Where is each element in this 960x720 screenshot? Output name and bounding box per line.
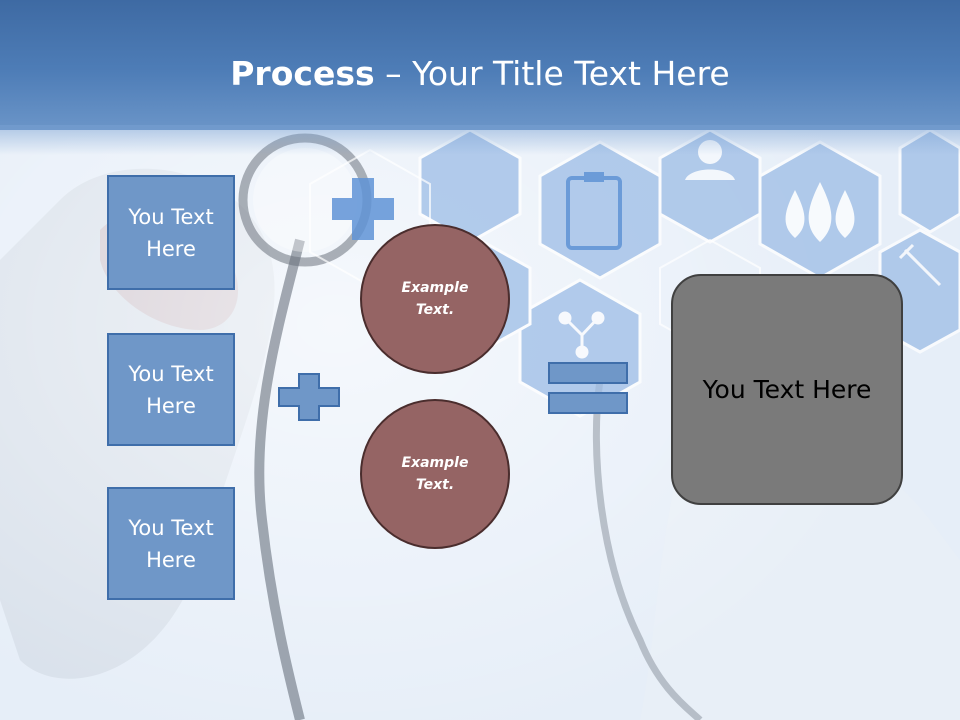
header-band [0, 0, 960, 130]
title-bold: Process [230, 54, 375, 93]
header-fade [0, 125, 960, 155]
result-box[interactable]: You Text Here [671, 274, 903, 505]
example-circle-2[interactable]: Example Text. [360, 399, 510, 549]
example-circle-2-label: Example Text. [401, 455, 469, 493]
text-box-1[interactable]: You Text Here [107, 175, 235, 290]
example-circle-1[interactable]: Example Text. [360, 224, 510, 374]
text-box-2-label: You Text Here [128, 361, 214, 418]
example-circle-1-label: Example Text. [401, 280, 469, 318]
slide-title: Process – Your Title Text Here [0, 52, 960, 96]
text-box-3-label: You Text Here [128, 515, 214, 572]
text-box-1-label: You Text Here [128, 204, 214, 261]
plus-icon [278, 373, 340, 421]
title-rest: – Your Title Text Here [374, 54, 730, 93]
text-box-2[interactable]: You Text Here [107, 333, 235, 446]
equals-icon [548, 362, 628, 414]
text-box-3[interactable]: You Text Here [107, 487, 235, 600]
result-box-label: You Text Here [702, 375, 872, 404]
